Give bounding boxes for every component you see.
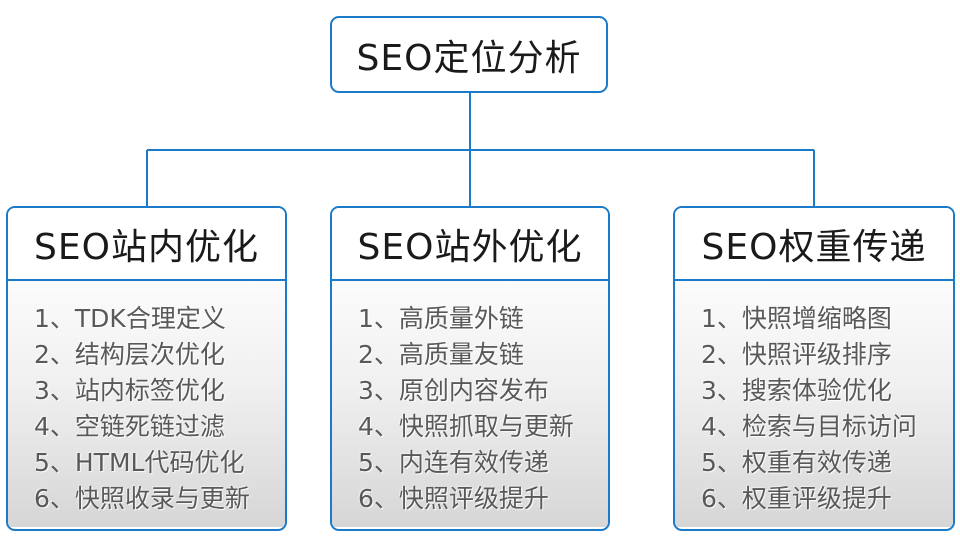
list-item: 4、空链死链过滤 (34, 412, 225, 441)
list-item: 5、内连有效传递 (358, 448, 549, 477)
list-item: 6、快照评级提升 (358, 484, 549, 513)
column-weight-transfer: SEO权重传递 1、快照增缩略图 2、快照评级排序 3、搜索体验优化 4、检索与… (673, 206, 955, 531)
root-node-label: SEO定位分析 (356, 37, 582, 79)
column-weight-title: SEO权重传递 (701, 226, 927, 268)
column-offsite-optimization: SEO站外优化 1、高质量外链 2、高质量友链 3、原创内容发布 4、快照抓取与… (330, 206, 610, 531)
list-item: 3、站内标签优化 (34, 376, 225, 405)
column-onsite-optimization: SEO站内优化 1、TDK合理定义 2、结构层次优化 3、站内标签优化 4、空链… (6, 206, 287, 531)
list-item: 3、原创内容发布 (358, 376, 549, 405)
list-item: 2、结构层次优化 (34, 340, 225, 369)
root-node: SEO定位分析 (330, 16, 608, 93)
list-item: 3、搜索体验优化 (701, 376, 892, 405)
list-item: 5、权重有效传递 (701, 448, 892, 477)
column-offsite-list: 1、高质量外链 2、高质量友链 3、原创内容发布 4、快照抓取与更新 5、内连有… (332, 281, 608, 527)
list-item: 1、TDK合理定义 (34, 304, 226, 333)
column-offsite-header: SEO站外优化 (332, 208, 608, 281)
list-item: 1、高质量外链 (358, 304, 524, 333)
column-onsite-list: 1、TDK合理定义 2、结构层次优化 3、站内标签优化 4、空链死链过滤 5、H… (8, 281, 285, 527)
list-item: 4、快照抓取与更新 (358, 412, 574, 441)
column-weight-list: 1、快照增缩略图 2、快照评级排序 3、搜索体验优化 4、检索与目标访问 5、权… (675, 281, 953, 527)
list-item: 6、权重评级提升 (701, 484, 892, 513)
list-item: 2、快照评级排序 (701, 340, 892, 369)
list-item: 6、快照收录与更新 (34, 484, 250, 513)
column-offsite-title: SEO站外优化 (357, 226, 583, 268)
column-onsite-header: SEO站内优化 (8, 208, 285, 281)
column-weight-header: SEO权重传递 (675, 208, 953, 281)
list-item: 1、快照增缩略图 (701, 304, 892, 333)
list-item: 5、HTML代码优化 (34, 448, 245, 477)
list-item: 2、高质量友链 (358, 340, 524, 369)
list-item: 4、检索与目标访问 (701, 412, 917, 441)
column-onsite-title: SEO站内优化 (34, 226, 259, 268)
